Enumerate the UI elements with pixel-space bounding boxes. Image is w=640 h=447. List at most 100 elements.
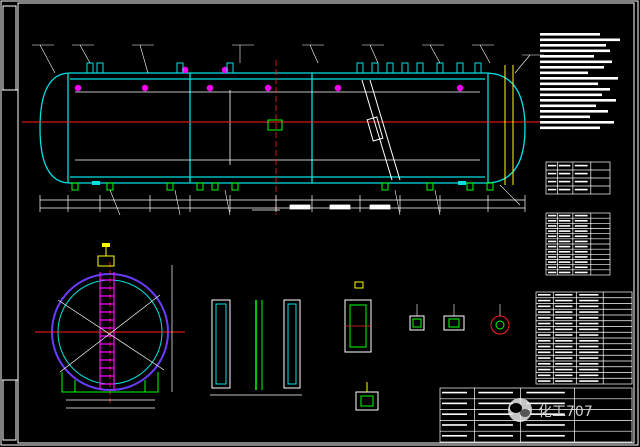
leader-line (369, 44, 379, 64)
cell-text (579, 299, 599, 302)
cell-text (558, 261, 571, 263)
cell-text (579, 340, 599, 342)
cell-text (478, 424, 513, 426)
leader-line (499, 184, 521, 206)
bottom-fitting (71, 182, 79, 191)
cell-text (548, 230, 557, 232)
cell-text (538, 311, 551, 313)
cell-text (555, 363, 573, 365)
leader-line (139, 44, 149, 74)
cell-text (579, 351, 599, 354)
cell-text (478, 391, 513, 394)
cell-text (579, 374, 599, 377)
cell-text (558, 235, 571, 238)
bottom-fitting (486, 182, 494, 191)
nozzle-marker (264, 84, 272, 92)
note-line (540, 55, 594, 58)
cell-text (574, 271, 588, 274)
cell-text (558, 172, 571, 175)
cell-text (579, 294, 599, 296)
nozzle-stub (176, 62, 184, 74)
cell-text (555, 357, 573, 359)
cell-text (548, 261, 557, 263)
cell-text (579, 311, 599, 313)
cell-text (442, 402, 467, 405)
cell-text (548, 245, 557, 248)
nozzle-marker (206, 84, 214, 92)
design-data-table (545, 161, 611, 195)
leader-line (429, 44, 441, 64)
leader-line (479, 44, 491, 64)
nozzle-stub (456, 62, 464, 74)
nozzle-stub (401, 62, 409, 74)
manway-detail (490, 304, 510, 335)
cell-text (538, 305, 551, 308)
nozzle-detail-a (344, 281, 372, 353)
cell-text (548, 219, 557, 222)
cell-text (574, 245, 588, 248)
leader-line (39, 44, 56, 74)
cell-text (574, 219, 588, 222)
cell-text (555, 340, 573, 342)
nozzle-marker (74, 84, 82, 92)
cell-text (574, 235, 588, 238)
inclined-internal-pipe (361, 79, 401, 181)
nozzle-marker (456, 84, 464, 92)
cell-text (574, 250, 588, 253)
nozzle-detail-c (443, 304, 465, 331)
note-line (540, 126, 600, 130)
cell-text (538, 334, 551, 336)
cell-text (538, 357, 551, 359)
nozzle-detail-b (409, 304, 425, 331)
end-ladder (504, 65, 514, 185)
cell-text (526, 434, 565, 437)
cell-text (538, 368, 551, 371)
cell-text (555, 305, 573, 308)
note-line (540, 66, 604, 69)
cell-text (558, 225, 571, 227)
cell-text (558, 164, 571, 167)
note-line (540, 44, 606, 47)
bottom-fitting (106, 182, 114, 191)
nozzle-stub (371, 62, 379, 74)
cell-text (526, 402, 565, 405)
bottom-fitting (381, 182, 389, 191)
nozzle-stub (356, 62, 364, 74)
cell-text (555, 351, 573, 354)
note-line (540, 77, 618, 80)
nozzle-stub (86, 62, 94, 74)
cell-text (574, 172, 588, 175)
cell-text (538, 317, 551, 319)
note-line (540, 93, 602, 97)
cell-text (548, 235, 557, 238)
note-line (540, 115, 590, 119)
wechat-logo-icon (508, 398, 532, 422)
cell-text (478, 413, 513, 415)
bottom-detail (355, 382, 379, 411)
note-line (540, 121, 614, 124)
cell-text (574, 180, 588, 183)
view-label (252, 204, 391, 211)
leader-line (434, 189, 441, 216)
cell-text (579, 363, 599, 365)
ladder (99, 272, 115, 390)
leader-line (224, 189, 231, 216)
cell-text (548, 180, 557, 183)
cell-text (548, 225, 557, 227)
cell-text (579, 322, 599, 325)
cell-text (579, 305, 599, 308)
cell-text (558, 240, 571, 243)
watermark: 化工707 (508, 398, 593, 422)
cell-text (558, 230, 571, 232)
cell-text (579, 345, 599, 348)
cell-text (574, 164, 588, 167)
table-border (439, 387, 633, 443)
end-section-view (35, 243, 185, 409)
cell-text (538, 322, 551, 325)
leader-line (514, 54, 531, 74)
nozzle-stub (96, 62, 104, 74)
main-elevation-view (22, 44, 544, 216)
cell-text (538, 351, 551, 354)
bottom-fitting (466, 182, 474, 191)
